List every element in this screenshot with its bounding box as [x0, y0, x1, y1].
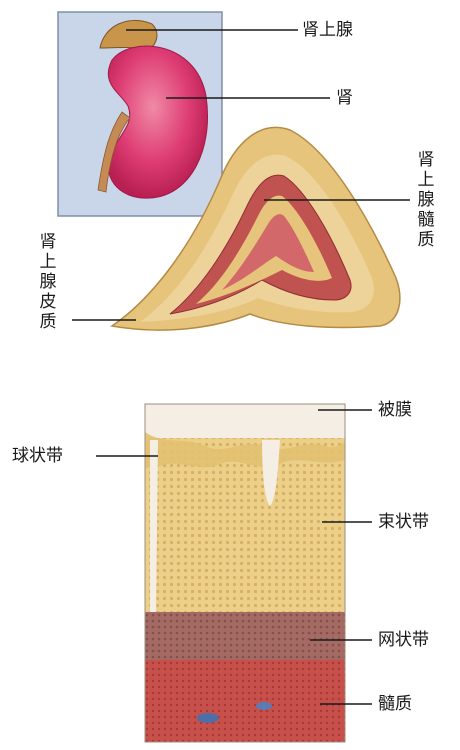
histology-block: [145, 404, 345, 742]
label-adrenal-cortex: 肾上腺皮质: [38, 232, 58, 332]
label-zona-fasciculata: 束状带: [378, 514, 429, 531]
label-zona-reticularis: 网状带: [378, 632, 429, 649]
kidney-inset: [58, 12, 222, 216]
label-capsule: 被膜: [378, 402, 412, 419]
label-adrenal-medulla: 肾上腺髓质: [416, 150, 436, 250]
label-medulla: 髓质: [378, 696, 412, 713]
label-adrenal-gland: 肾上腺: [302, 22, 353, 39]
label-kidney: 肾: [336, 90, 353, 107]
label-zona-glomerulosa: 球状带: [12, 448, 63, 465]
